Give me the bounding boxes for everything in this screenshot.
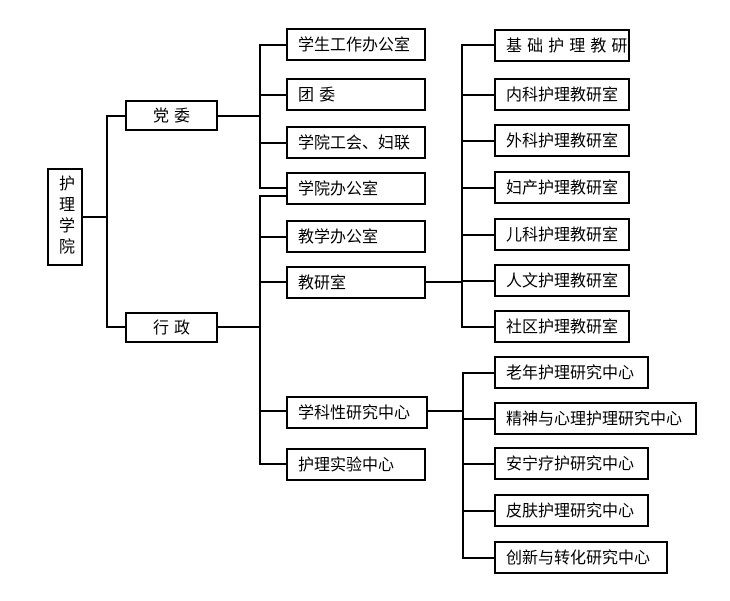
connector-line bbox=[461, 234, 495, 236]
connector-line bbox=[259, 410, 287, 412]
connector-line bbox=[462, 463, 495, 465]
connector-line bbox=[259, 195, 261, 464]
teaching-office-item: 外科护理教研室 bbox=[494, 124, 630, 157]
connector-line bbox=[462, 557, 495, 559]
administration-node: 行 政 bbox=[125, 312, 218, 343]
research-center-item: 创新与转化研究中心 bbox=[494, 541, 668, 574]
connector-line bbox=[259, 236, 287, 238]
teaching-office-item: 人文护理教研室 bbox=[494, 264, 630, 297]
party-committee-node: 党 委 bbox=[125, 100, 218, 131]
connector-line bbox=[82, 216, 106, 218]
connector-line bbox=[259, 463, 287, 465]
connector-line bbox=[461, 94, 495, 96]
connector-line bbox=[462, 372, 495, 374]
connector-line bbox=[461, 187, 495, 189]
nursing-lab-center-node: 护理实验中心 bbox=[286, 448, 426, 481]
connector-line bbox=[259, 44, 287, 46]
connector-line bbox=[106, 115, 126, 117]
student-affairs-office-node: 学生工作办公室 bbox=[286, 28, 426, 61]
union-womens-federation-node: 学院工会、妇联 bbox=[286, 126, 426, 159]
teaching-office-item: 儿科护理教研室 bbox=[494, 218, 630, 251]
teaching-research-office-node: 教研室 bbox=[286, 266, 426, 299]
research-center-item: 皮肤护理研究中心 bbox=[494, 494, 649, 527]
connector-line bbox=[461, 326, 495, 328]
connector-line bbox=[462, 372, 464, 558]
research-center-item: 老年护理研究中心 bbox=[494, 356, 649, 389]
connector-line bbox=[259, 142, 287, 144]
connector-line bbox=[461, 44, 495, 46]
connector-line bbox=[259, 44, 261, 188]
connector-line bbox=[217, 326, 260, 328]
connector-line bbox=[106, 326, 126, 328]
teaching-office-item: 社区护理教研室 bbox=[494, 310, 630, 343]
connector-line bbox=[461, 44, 463, 327]
connector-line bbox=[259, 94, 287, 96]
connector-line bbox=[427, 410, 463, 412]
youth-league-node: 团 委 bbox=[286, 78, 426, 111]
teaching-office-item: 基 础 护 理 教 研 bbox=[494, 29, 630, 62]
connector-line bbox=[462, 510, 495, 512]
disciplinary-research-center-node: 学科性研究中心 bbox=[286, 396, 428, 429]
root-node: 护理学院 bbox=[47, 168, 83, 266]
connector-line bbox=[461, 140, 495, 142]
connector-line bbox=[217, 115, 260, 117]
research-center-item: 安宁疗护研究中心 bbox=[494, 447, 649, 480]
connector-line bbox=[106, 115, 108, 328]
connector-line bbox=[425, 281, 462, 283]
connector-line bbox=[259, 187, 287, 189]
teaching-office-item: 内科护理教研室 bbox=[494, 78, 630, 111]
research-center-item: 精神与心理护理研究中心 bbox=[494, 402, 697, 435]
connector-line bbox=[462, 418, 495, 420]
connector-line bbox=[259, 281, 287, 283]
teaching-office-item: 妇产护理教研室 bbox=[494, 171, 630, 204]
connector-line bbox=[461, 280, 495, 282]
teaching-office-node: 教学办公室 bbox=[286, 220, 426, 253]
connector-line bbox=[259, 195, 287, 197]
college-office-node: 学院办公室 bbox=[286, 172, 426, 205]
